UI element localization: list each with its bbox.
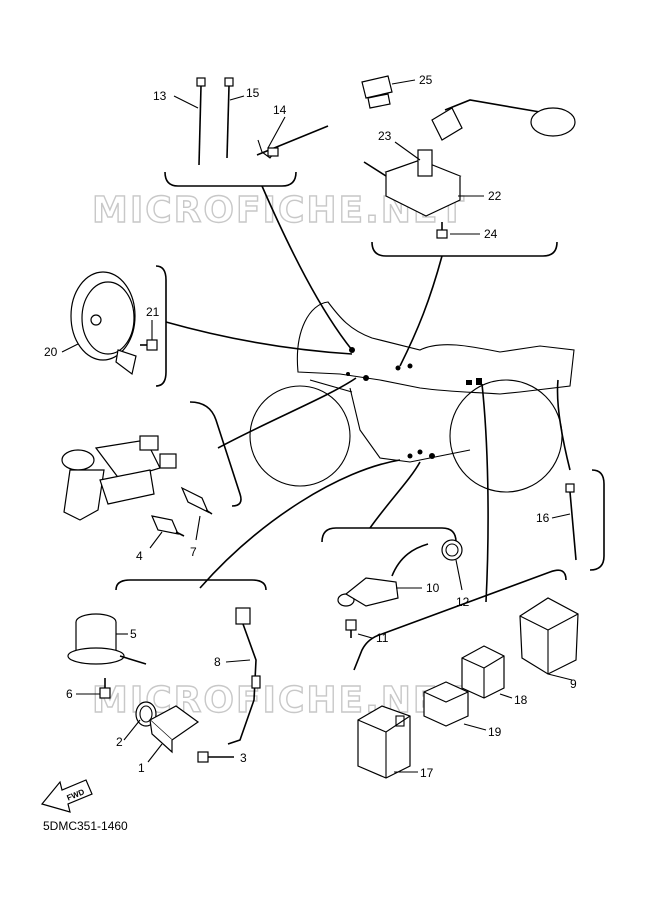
bolt-3[interactable] (197, 751, 234, 763)
bolt-21[interactable] (140, 339, 158, 351)
solenoid-5[interactable] (67, 613, 147, 665)
band-14[interactable] (256, 125, 329, 159)
callout-8: 8 (214, 655, 221, 669)
leader-cable-ties (261, 185, 353, 351)
fuel-float-arm[interactable] (431, 99, 576, 141)
leader-sensors (199, 459, 401, 589)
fuel-sender-unit-23[interactable] (363, 149, 462, 217)
thermostat-housing[interactable] (61, 435, 177, 521)
motorcycle-outline (249, 301, 575, 493)
sensor-4[interactable] (150, 515, 185, 537)
callout-24: 24 (484, 227, 498, 241)
leader-thermostat (217, 377, 357, 449)
leader-fuel-sender (399, 255, 443, 367)
callout-13: 13 (153, 89, 167, 103)
bracket-horn (155, 265, 167, 387)
fwd-arrow-icon: FWD (40, 779, 93, 813)
cable-tie-13[interactable] (196, 77, 206, 166)
callout-3: 3 (240, 751, 247, 765)
cable-tie-15[interactable] (224, 77, 234, 159)
relay-17[interactable] (357, 705, 411, 779)
callout-21: 21 (146, 305, 160, 319)
fuel-pump-10[interactable] (337, 543, 429, 607)
callout-6: 6 (66, 687, 73, 701)
callout-15: 15 (246, 86, 260, 100)
bracket-relays (353, 569, 567, 671)
bracket-fuel-sender (371, 241, 558, 257)
callout-7: 7 (190, 545, 197, 559)
sensor-7[interactable] (180, 486, 213, 515)
callout-25: 25 (419, 73, 433, 87)
bolt-11[interactable] (345, 619, 357, 638)
relay-19[interactable] (423, 681, 469, 727)
cable-tie-16[interactable] (565, 483, 577, 561)
bracket-sensors (115, 579, 267, 591)
callout-17: 17 (420, 766, 434, 780)
callout-23: 23 (378, 129, 392, 143)
leader-horn (165, 321, 353, 355)
bracket-cable-ties (164, 171, 297, 187)
callout-19: 19 (488, 725, 502, 739)
diagram-code: 5DMC351-1460 (43, 819, 128, 833)
callout-22: 22 (488, 189, 502, 203)
callout-2: 2 (116, 735, 123, 749)
bracket-thermostat (189, 401, 242, 507)
leader-pump (369, 461, 421, 529)
callout-16: 16 (536, 511, 550, 525)
sensor-body-1[interactable] (148, 705, 200, 754)
bracket-pump (321, 527, 457, 543)
speed-sensor-8[interactable] (227, 607, 261, 745)
callout-9: 9 (570, 677, 577, 691)
callout-1: 1 (138, 761, 145, 775)
bolt-24[interactable] (436, 222, 448, 239)
cap-25[interactable] (361, 75, 393, 109)
bracket-tie-16 (589, 469, 605, 571)
callout-10: 10 (426, 581, 440, 595)
relay-18[interactable] (461, 645, 505, 699)
locator-marks (346, 347, 482, 459)
callout-5: 5 (130, 627, 137, 641)
bolt-6[interactable] (99, 678, 111, 699)
callout-4: 4 (136, 549, 143, 563)
callout-20: 20 (44, 345, 58, 359)
clamp-12[interactable] (441, 539, 463, 561)
horn-20[interactable] (70, 271, 137, 376)
callout-18: 18 (514, 693, 528, 707)
relay-9[interactable] (519, 597, 579, 675)
leader-tie-16 (556, 379, 571, 471)
callout-14: 14 (273, 103, 287, 117)
leader-relays (481, 383, 489, 603)
